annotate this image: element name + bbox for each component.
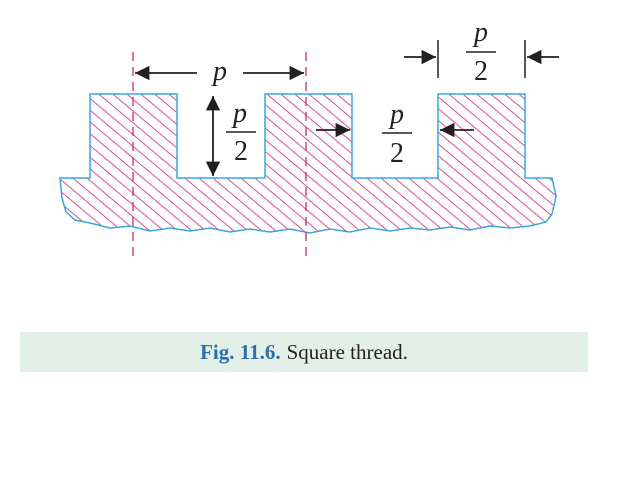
square-thread-diagram: p p 2 p 2 p 2 [59, 17, 559, 262]
caption-text: Square thread. [286, 339, 408, 364]
tooth-width-dimension: p 2 [404, 17, 559, 87]
groove-numerator: p [388, 99, 404, 130]
groove-width-dimension: p 2 [316, 99, 474, 169]
caption-number: Fig. 11.6. [200, 339, 281, 364]
depth-dimension: p 2 [205, 96, 256, 176]
pitch-label: p [211, 56, 227, 87]
pitch-dimension: p [135, 56, 304, 87]
groove-denominator: 2 [390, 138, 404, 169]
figure-caption: Fig. 11.6. Square thread. [20, 332, 588, 372]
depth-numerator: p [231, 98, 247, 129]
depth-denominator: 2 [234, 136, 248, 167]
tooth-numerator: p [472, 17, 488, 48]
tooth-denominator: 2 [474, 56, 488, 87]
thread-profile [59, 93, 557, 234]
